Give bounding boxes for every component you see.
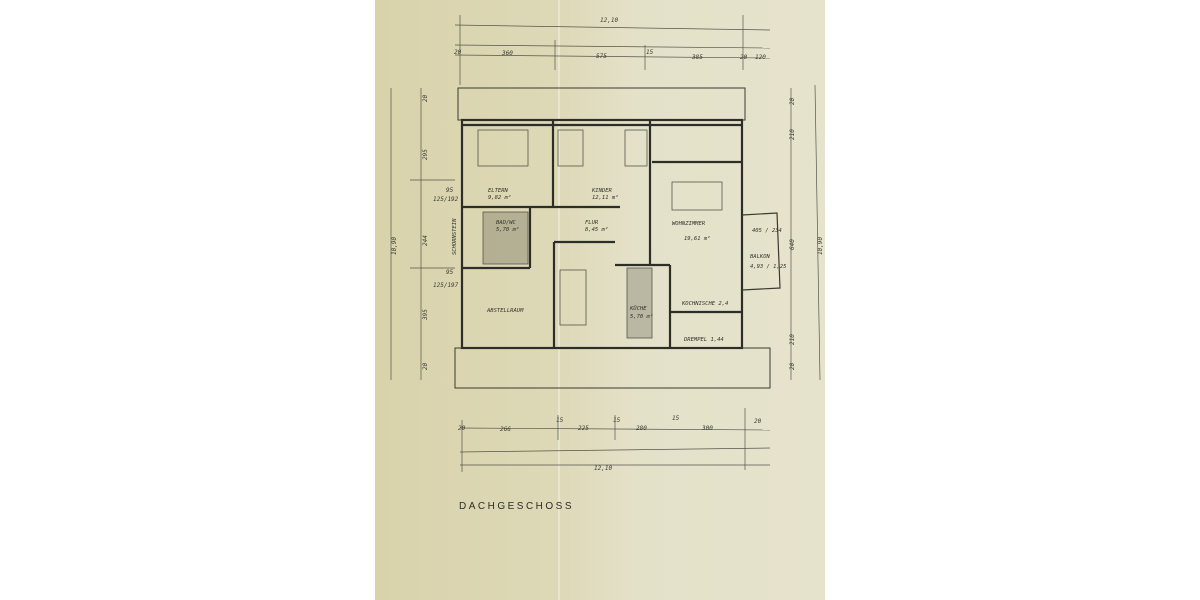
room-area-flur: 8,45 m² xyxy=(585,226,608,233)
walls xyxy=(460,118,744,350)
dim: 575 xyxy=(596,53,607,60)
room-label-kochnische: KOCHNISCHE 2,4 xyxy=(681,301,728,307)
dim: 20 xyxy=(422,362,429,370)
dim-note: 125/197 xyxy=(433,282,459,289)
dim: 210 xyxy=(789,129,796,140)
room-area-bad: 5,70 m² xyxy=(496,226,519,233)
tile-hatching xyxy=(477,129,723,339)
sofa xyxy=(671,181,723,211)
dim: 20 xyxy=(754,418,762,425)
drawing-title: DACHGESCHOSS xyxy=(459,501,575,512)
left-dimension-lines xyxy=(390,88,455,380)
dim: 280 xyxy=(636,425,647,432)
dim: 266 xyxy=(500,426,511,433)
dim: 15 xyxy=(556,417,564,424)
room-label-drempel: DREMPEL 1,44 xyxy=(683,337,724,343)
floor-plan-sheet xyxy=(375,0,825,600)
dim: 295 xyxy=(422,149,429,160)
room-label-kinder: KINDER xyxy=(591,188,613,194)
dim: 15 xyxy=(613,417,621,424)
dim: 244 xyxy=(422,235,429,246)
dim: 395 xyxy=(422,309,429,321)
dim: 210 xyxy=(789,334,796,345)
balcony xyxy=(741,212,781,291)
room-label-kueche: KÜCHE xyxy=(629,305,647,312)
dim: 385 xyxy=(691,54,703,61)
balcony-dims: 405 / 234 xyxy=(752,228,782,234)
room-label-balkon: BALKON xyxy=(750,254,771,260)
right-total-dim: 10,90 xyxy=(817,237,824,255)
dim: 20 xyxy=(458,425,466,432)
room-label-eltern: ELTERN xyxy=(488,188,509,194)
room-label-flur: FLUR xyxy=(585,220,599,226)
room-label-abstellraum: ABSTELLRAUM xyxy=(486,308,524,314)
room-area-balkon: 4,93 / 1,25 xyxy=(750,264,786,270)
top-dimension-lines xyxy=(454,15,771,85)
dim: 640 xyxy=(789,239,796,250)
dim: 20 xyxy=(422,94,429,102)
top-total-dim: 12,10 xyxy=(600,17,618,24)
room-area-eltern: 9,82 m² xyxy=(488,194,511,201)
dim: 300 xyxy=(701,425,713,432)
dim: 20 xyxy=(740,54,748,61)
dim: 15 xyxy=(672,415,680,422)
room-area-wohnzimmer: 19,61 m² xyxy=(684,235,711,242)
paper-fold xyxy=(558,0,560,600)
dim: 95 xyxy=(446,269,454,276)
dim-note: 125/192 xyxy=(433,196,459,203)
room-area-kueche: 5,70 m² xyxy=(630,313,653,320)
right-dimension-lines xyxy=(790,84,821,381)
room-label-schornstein: SCHORNSTEIN xyxy=(452,218,458,255)
bottom-dimension-lines xyxy=(459,408,771,472)
bottom-total-dim: 12,10 xyxy=(594,465,612,472)
dim: 95 xyxy=(446,187,454,194)
dim: 20 xyxy=(789,362,796,370)
staircase xyxy=(559,269,587,326)
dim: 360 xyxy=(501,50,513,57)
dim: 15 xyxy=(646,49,654,56)
room-area-kinder: 12,11 m² xyxy=(592,194,619,201)
dim: 225 xyxy=(578,425,589,432)
dim: 20 xyxy=(789,97,796,105)
dim: 120 xyxy=(755,54,766,61)
room-label-bad: BAD/WC xyxy=(496,220,517,226)
room-label-wohnzimmer: WOHNZIMMER xyxy=(672,221,706,227)
dim: 20 xyxy=(454,49,462,56)
left-total-dim: 10,90 xyxy=(391,237,398,255)
